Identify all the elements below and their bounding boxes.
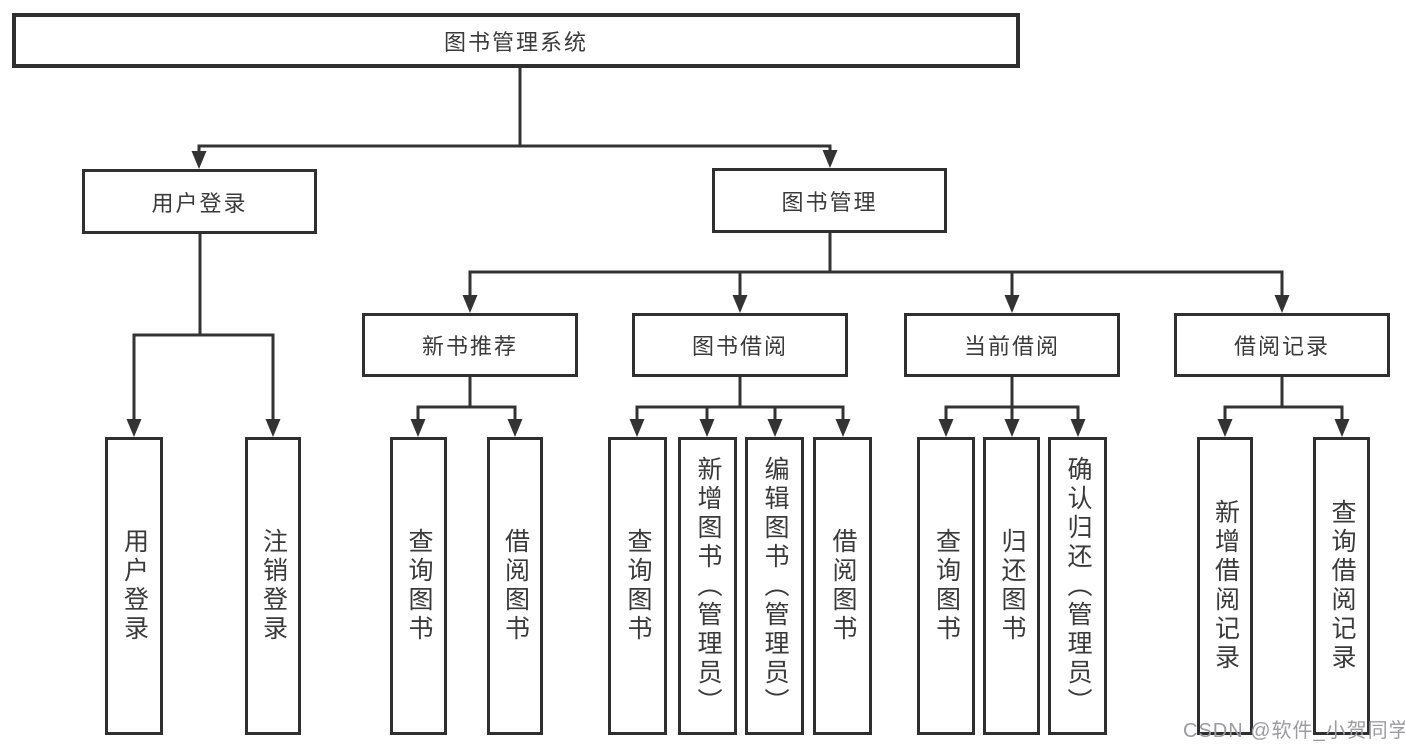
- leaf-logout-label: 注销登录: [259, 528, 288, 644]
- leaf-newbook-query-label: 查询图书: [405, 528, 433, 644]
- leaf-return-book: 归还图书: [983, 437, 1040, 735]
- node-new-book-recommend: 新书推荐: [362, 313, 578, 377]
- node-book-management: 图书管理: [712, 168, 947, 233]
- node-borrow-record: 借阅记录: [1174, 313, 1390, 377]
- leaf-borrow-book-label: 借阅图书: [829, 528, 857, 644]
- leaf-confirm-return-admin-label: 确认归还（管理员）: [1064, 455, 1092, 717]
- leaf-logout: 注销登录: [245, 437, 301, 735]
- leaf-user-login-label: 用户登录: [120, 528, 149, 644]
- leaf-confirm-return-admin: 确认归还（管理员）: [1048, 437, 1107, 735]
- leaf-borrow-edit-admin-label: 编辑图书（管理员）: [761, 455, 789, 717]
- leaf-return-book-label: 归还图书: [998, 528, 1026, 644]
- leaf-borrow-query-label: 查询图书: [624, 528, 652, 644]
- node-root: 图书管理系统: [12, 13, 1020, 68]
- watermark: CSDN @软件_小贺同学: [1183, 720, 1405, 742]
- node-book-borrow: 图书借阅: [632, 313, 848, 377]
- leaf-borrow-query: 查询图书: [608, 437, 667, 735]
- leaf-borrow-add-admin: 新增图书（管理员）: [678, 437, 737, 735]
- leaf-current-query-label: 查询图书: [932, 528, 961, 644]
- node-root-label: 图书管理系统: [443, 29, 588, 55]
- node-book-borrow-label: 图书借阅: [691, 334, 788, 359]
- node-book-management-label: 图书管理: [781, 189, 878, 215]
- node-new-book-recommend-label: 新书推荐: [421, 334, 518, 359]
- leaf-query-borrow-record-label: 查询借阅记录: [1328, 499, 1356, 673]
- node-current-borrow: 当前借阅: [904, 313, 1120, 377]
- leaf-add-borrow-record: 新增借阅记录: [1197, 437, 1253, 735]
- node-user-login-label: 用户登录: [151, 190, 248, 216]
- leaf-add-borrow-record-label: 新增借阅记录: [1211, 499, 1240, 673]
- leaf-borrow-add-admin-label: 新增图书（管理员）: [694, 455, 722, 717]
- node-current-borrow-label: 当前借阅: [963, 334, 1060, 359]
- leaf-query-borrow-record: 查询借阅记录: [1313, 437, 1370, 735]
- node-user-login: 用户登录: [82, 169, 317, 234]
- leaf-borrow-edit-admin: 编辑图书（管理员）: [745, 437, 804, 735]
- leaf-newbook-query: 查询图书: [390, 437, 447, 735]
- node-borrow-record-label: 借阅记录: [1233, 334, 1330, 359]
- leaf-newbook-borrow-label: 借阅图书: [501, 528, 530, 644]
- leaf-newbook-borrow: 借阅图书: [487, 437, 543, 735]
- leaf-current-query: 查询图书: [917, 437, 975, 735]
- leaf-user-login: 用户登录: [105, 437, 163, 735]
- leaf-borrow-book: 借阅图书: [813, 437, 872, 735]
